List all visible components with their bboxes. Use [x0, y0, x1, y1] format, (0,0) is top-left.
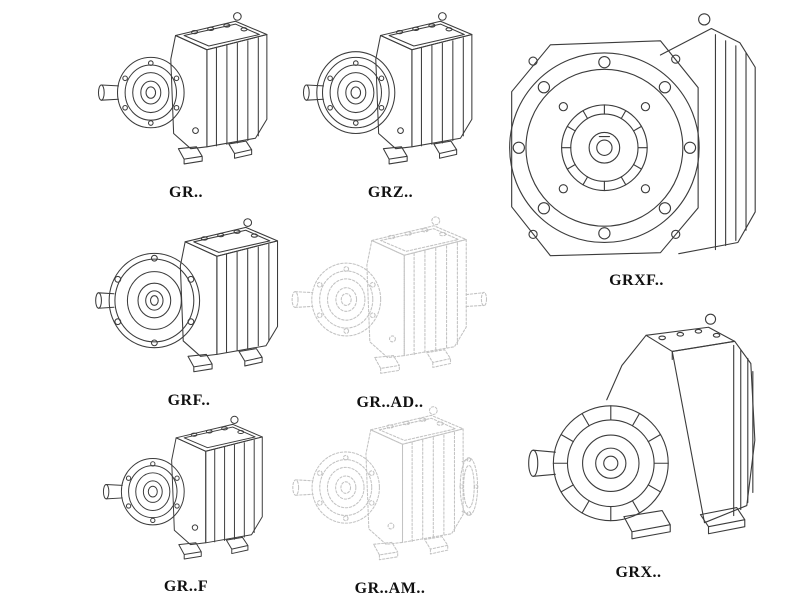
- gearbox-drawing-grff: [102, 415, 263, 560]
- figure-label-grad: GR..AD..: [356, 394, 424, 411]
- inline-gearbox-use: [302, 12, 472, 165]
- gearbox-drawing-grz: [302, 12, 472, 165]
- gearbox-drawing-gram: [292, 406, 479, 561]
- motor-mounting-flange: [459, 457, 479, 516]
- gearbox-drawing-grxf: [508, 13, 756, 257]
- reinforced-bearing-ring: [315, 51, 395, 135]
- flange-gearbox-use: [95, 218, 279, 373]
- figure-grx: GRX..: [496, 298, 781, 582]
- figure-grxf: GRXF..: [494, 0, 779, 290]
- figure-grf: GRF..: [84, 212, 294, 410]
- large-gearbox-use: [527, 313, 755, 540]
- input-adapter-shaft: [465, 291, 488, 307]
- figure-grz: GRZ..: [288, 6, 493, 202]
- figure-gram: GR..AM..: [280, 400, 500, 598]
- flange-front-use: [508, 13, 756, 257]
- figure-label-grz: GRZ..: [367, 184, 414, 201]
- figure-label-grxf: GRXF..: [609, 272, 664, 289]
- figure-label-gram: GR..AM..: [354, 580, 426, 597]
- figure-label-grff: GR..F: [163, 578, 209, 595]
- gearbox-drawing-gr: [97, 12, 268, 165]
- gearbox-drawing-grx: [527, 313, 755, 540]
- figure-label-gr: GR..: [169, 184, 203, 201]
- figure-grad: GR..AD..: [280, 210, 500, 412]
- gearbox-drawing-grad: [291, 216, 488, 374]
- inline-gearbox-use: [292, 406, 464, 561]
- figure-grff: GR..F: [86, 410, 286, 596]
- inline-gearbox-use: [102, 415, 263, 560]
- gearbox-drawing-grf: [95, 218, 279, 373]
- inline-gearbox-use: [97, 12, 268, 165]
- inline-gearbox-use: [291, 216, 467, 374]
- figure-label-grf: GRF..: [167, 392, 211, 409]
- figure-label-grx: GRX..: [615, 564, 662, 581]
- figure-gr: GR..: [86, 6, 286, 202]
